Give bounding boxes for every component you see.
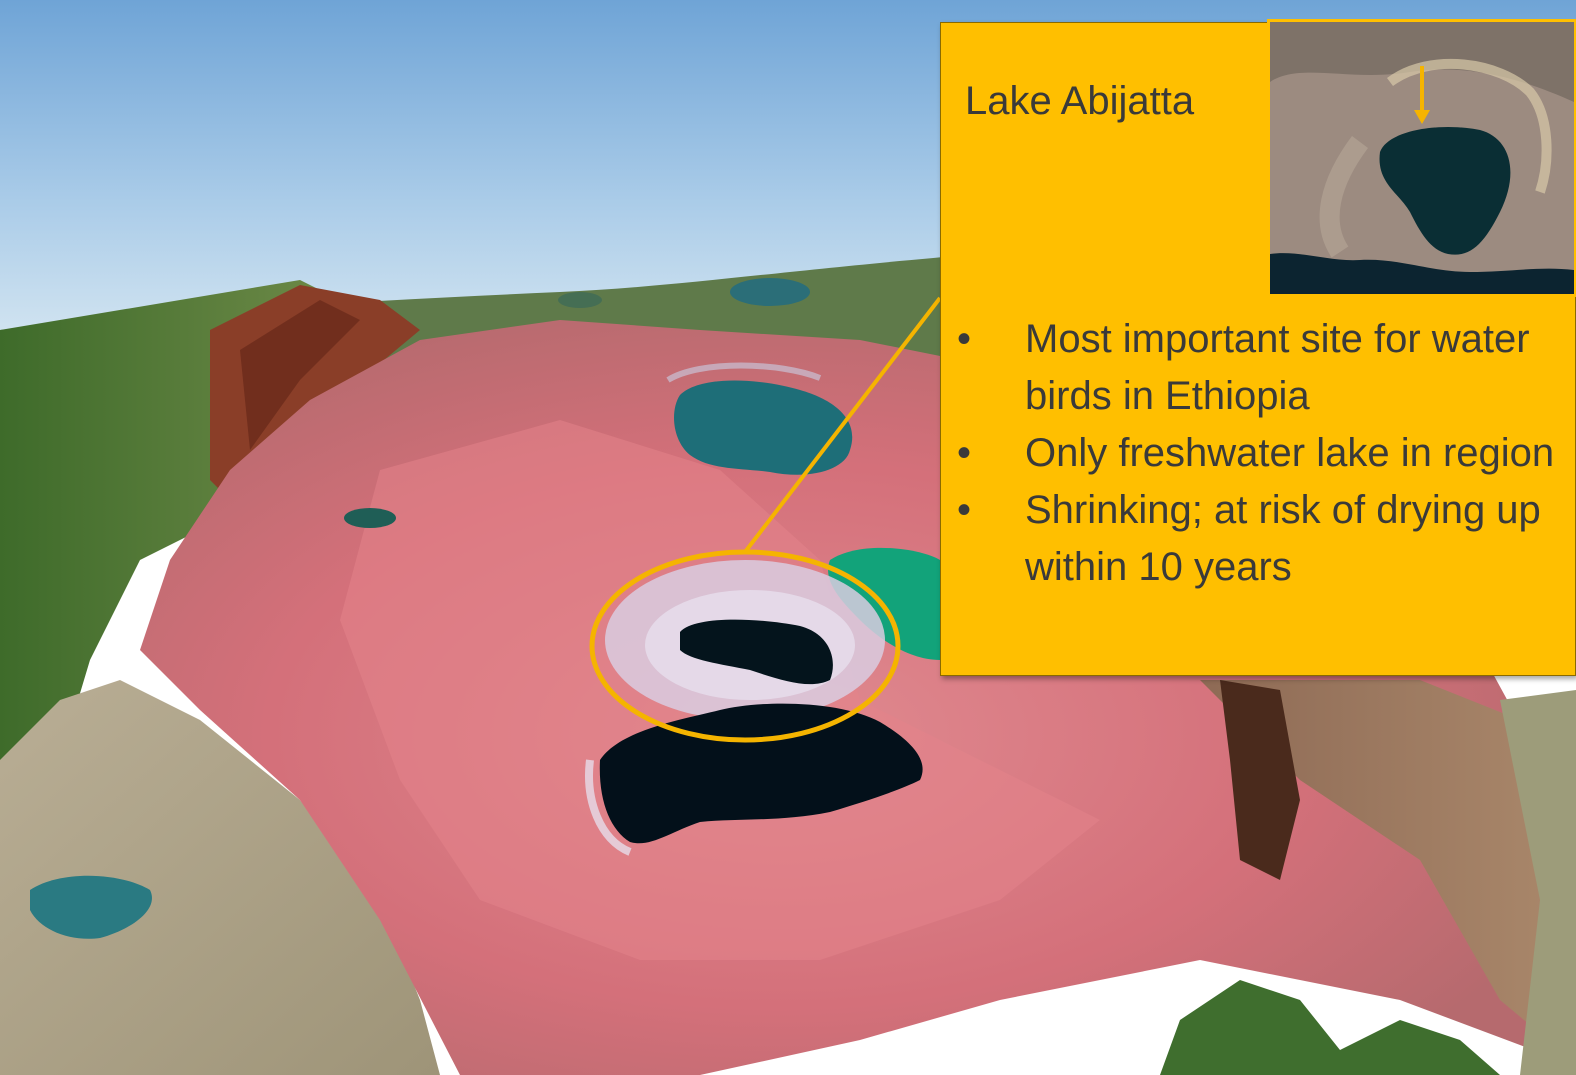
upper-lake: [674, 380, 853, 475]
bullet-dot: •: [957, 431, 972, 475]
upper-lake-shore: [666, 362, 822, 383]
pointer-line: [743, 296, 942, 554]
lower-left-plains: [0, 680, 440, 1075]
inset-satellite-image: [1267, 19, 1576, 297]
bullet-item: • Shrinking; at risk of drying up within…: [941, 482, 1576, 596]
lake-shala-shore: [585, 759, 632, 856]
bullet-text: Most important site for water birds in E…: [1025, 317, 1530, 418]
lower-left-lake: [30, 875, 152, 939]
small-left-lake: [344, 508, 396, 528]
info-callout: Lake Abijatta • Most important site for …: [940, 19, 1576, 676]
callout-title: Lake Abijatta: [965, 79, 1195, 123]
lake-shala: [599, 703, 923, 844]
bullet-dot: •: [957, 317, 972, 361]
dark-ridge: [1220, 680, 1300, 880]
right-brown-slope: [1200, 680, 1560, 1050]
callout-bullets: • Most important site for water birds in…: [941, 311, 1576, 596]
distant-lake-1: [730, 278, 810, 306]
right-edge-plains: [1500, 690, 1576, 1075]
escarpment-shadow: [240, 300, 360, 450]
lower-right-forest: [1160, 980, 1500, 1075]
bullet-item: • Only freshwater lake in region: [941, 425, 1576, 482]
bullet-text: Only freshwater lake in region: [1025, 431, 1555, 475]
inset-lake: [1379, 126, 1511, 255]
arrow-down-icon: [1414, 66, 1430, 124]
distant-lake-2: [558, 292, 602, 308]
bullet-dot: •: [957, 488, 972, 532]
lake-abijatta: [680, 619, 833, 685]
bullet-text: Shrinking; at risk of drying up within 1…: [1025, 488, 1541, 589]
bullet-item: • Most important site for water birds in…: [941, 311, 1576, 425]
